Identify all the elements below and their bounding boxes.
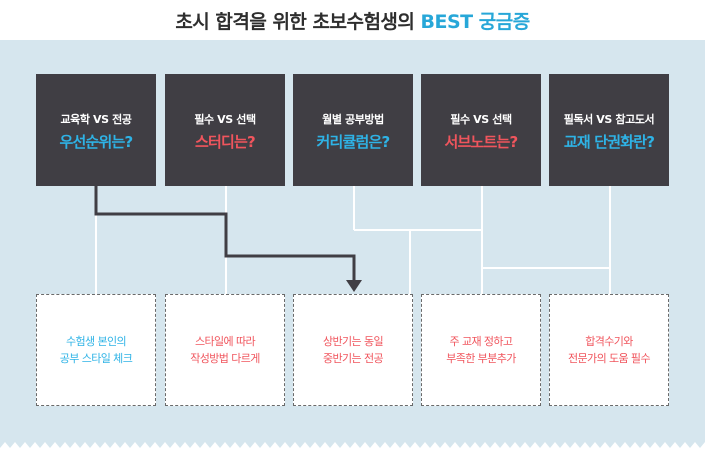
connector-path: [94, 186, 356, 282]
question-box-2: 필수 VS 선택 스터디는?: [165, 74, 285, 186]
title-highlight: BEST 궁금증: [420, 11, 531, 33]
answer-box-1: 수험생 본인의 공부 스타일 체크: [36, 294, 156, 406]
answer-box-3: 상반기는 동일 중반기는 전공: [293, 294, 413, 406]
question-box-3: 월별 공부방법 커리큘럼은?: [293, 74, 413, 186]
answer-box-4: 주 교재 정하고 부족한 부분추가: [421, 294, 541, 406]
answer-line-5b: 전문가의 도움 필수: [568, 352, 651, 365]
question-main-4: 서브노트는?: [444, 133, 519, 151]
question-sub-3: 월별 공부방법: [322, 113, 384, 126]
answer-line-1a: 수험생 본인의: [65, 335, 127, 348]
answer-line-4b: 부족한 부분추가: [446, 352, 516, 365]
question-main-1: 우선순위는?: [59, 133, 134, 151]
arrow-head-icon: [346, 280, 362, 292]
header: 초시 합격을 위한 초보수험생의 BEST 궁금증: [0, 0, 705, 40]
answer-line-3a: 상반기는 동일: [322, 335, 384, 348]
question-sub-1: 교육학 VS 전공: [60, 113, 132, 126]
page-title: 초시 합격을 위한 초보수험생의 BEST 궁금증: [0, 7, 705, 34]
question-box-5: 필독서 VS 참고도서 교재 단권화란?: [549, 74, 669, 186]
answer-line-5a: 합격수기와: [585, 335, 633, 348]
question-main-3: 커리큘럼은?: [316, 133, 391, 151]
question-main-2: 스터디는?: [195, 133, 256, 151]
question-box-1: 교육학 VS 전공 우선순위는?: [36, 74, 156, 186]
answer-line-2b: 작성방법 다르게: [190, 352, 260, 365]
answer-box-2: 스타일에 따라 작성방법 다르게: [165, 294, 285, 406]
question-sub-2: 필수 VS 선택: [194, 113, 256, 126]
question-sub-5: 필독서 VS 참고도서: [563, 113, 655, 126]
answer-line-3b: 중반기는 전공: [322, 352, 384, 365]
answer-box-5: 합격수기와 전문가의 도움 필수: [549, 294, 669, 406]
question-main-5: 교재 단권화란?: [563, 133, 655, 151]
answer-line-1b: 공부 스타일 체크: [59, 352, 133, 365]
connector-lines: [94, 186, 611, 294]
title-prefix: 초시 합격을 위한 초보수험생의: [175, 11, 421, 33]
question-box-4: 필수 VS 선택 서브노트는?: [421, 74, 541, 186]
question-sub-4: 필수 VS 선택: [450, 113, 512, 126]
answer-line-2a: 스타일에 따라: [194, 335, 256, 348]
zigzag-edge: [0, 442, 705, 452]
answer-line-4a: 주 교재 정하고: [449, 335, 514, 348]
